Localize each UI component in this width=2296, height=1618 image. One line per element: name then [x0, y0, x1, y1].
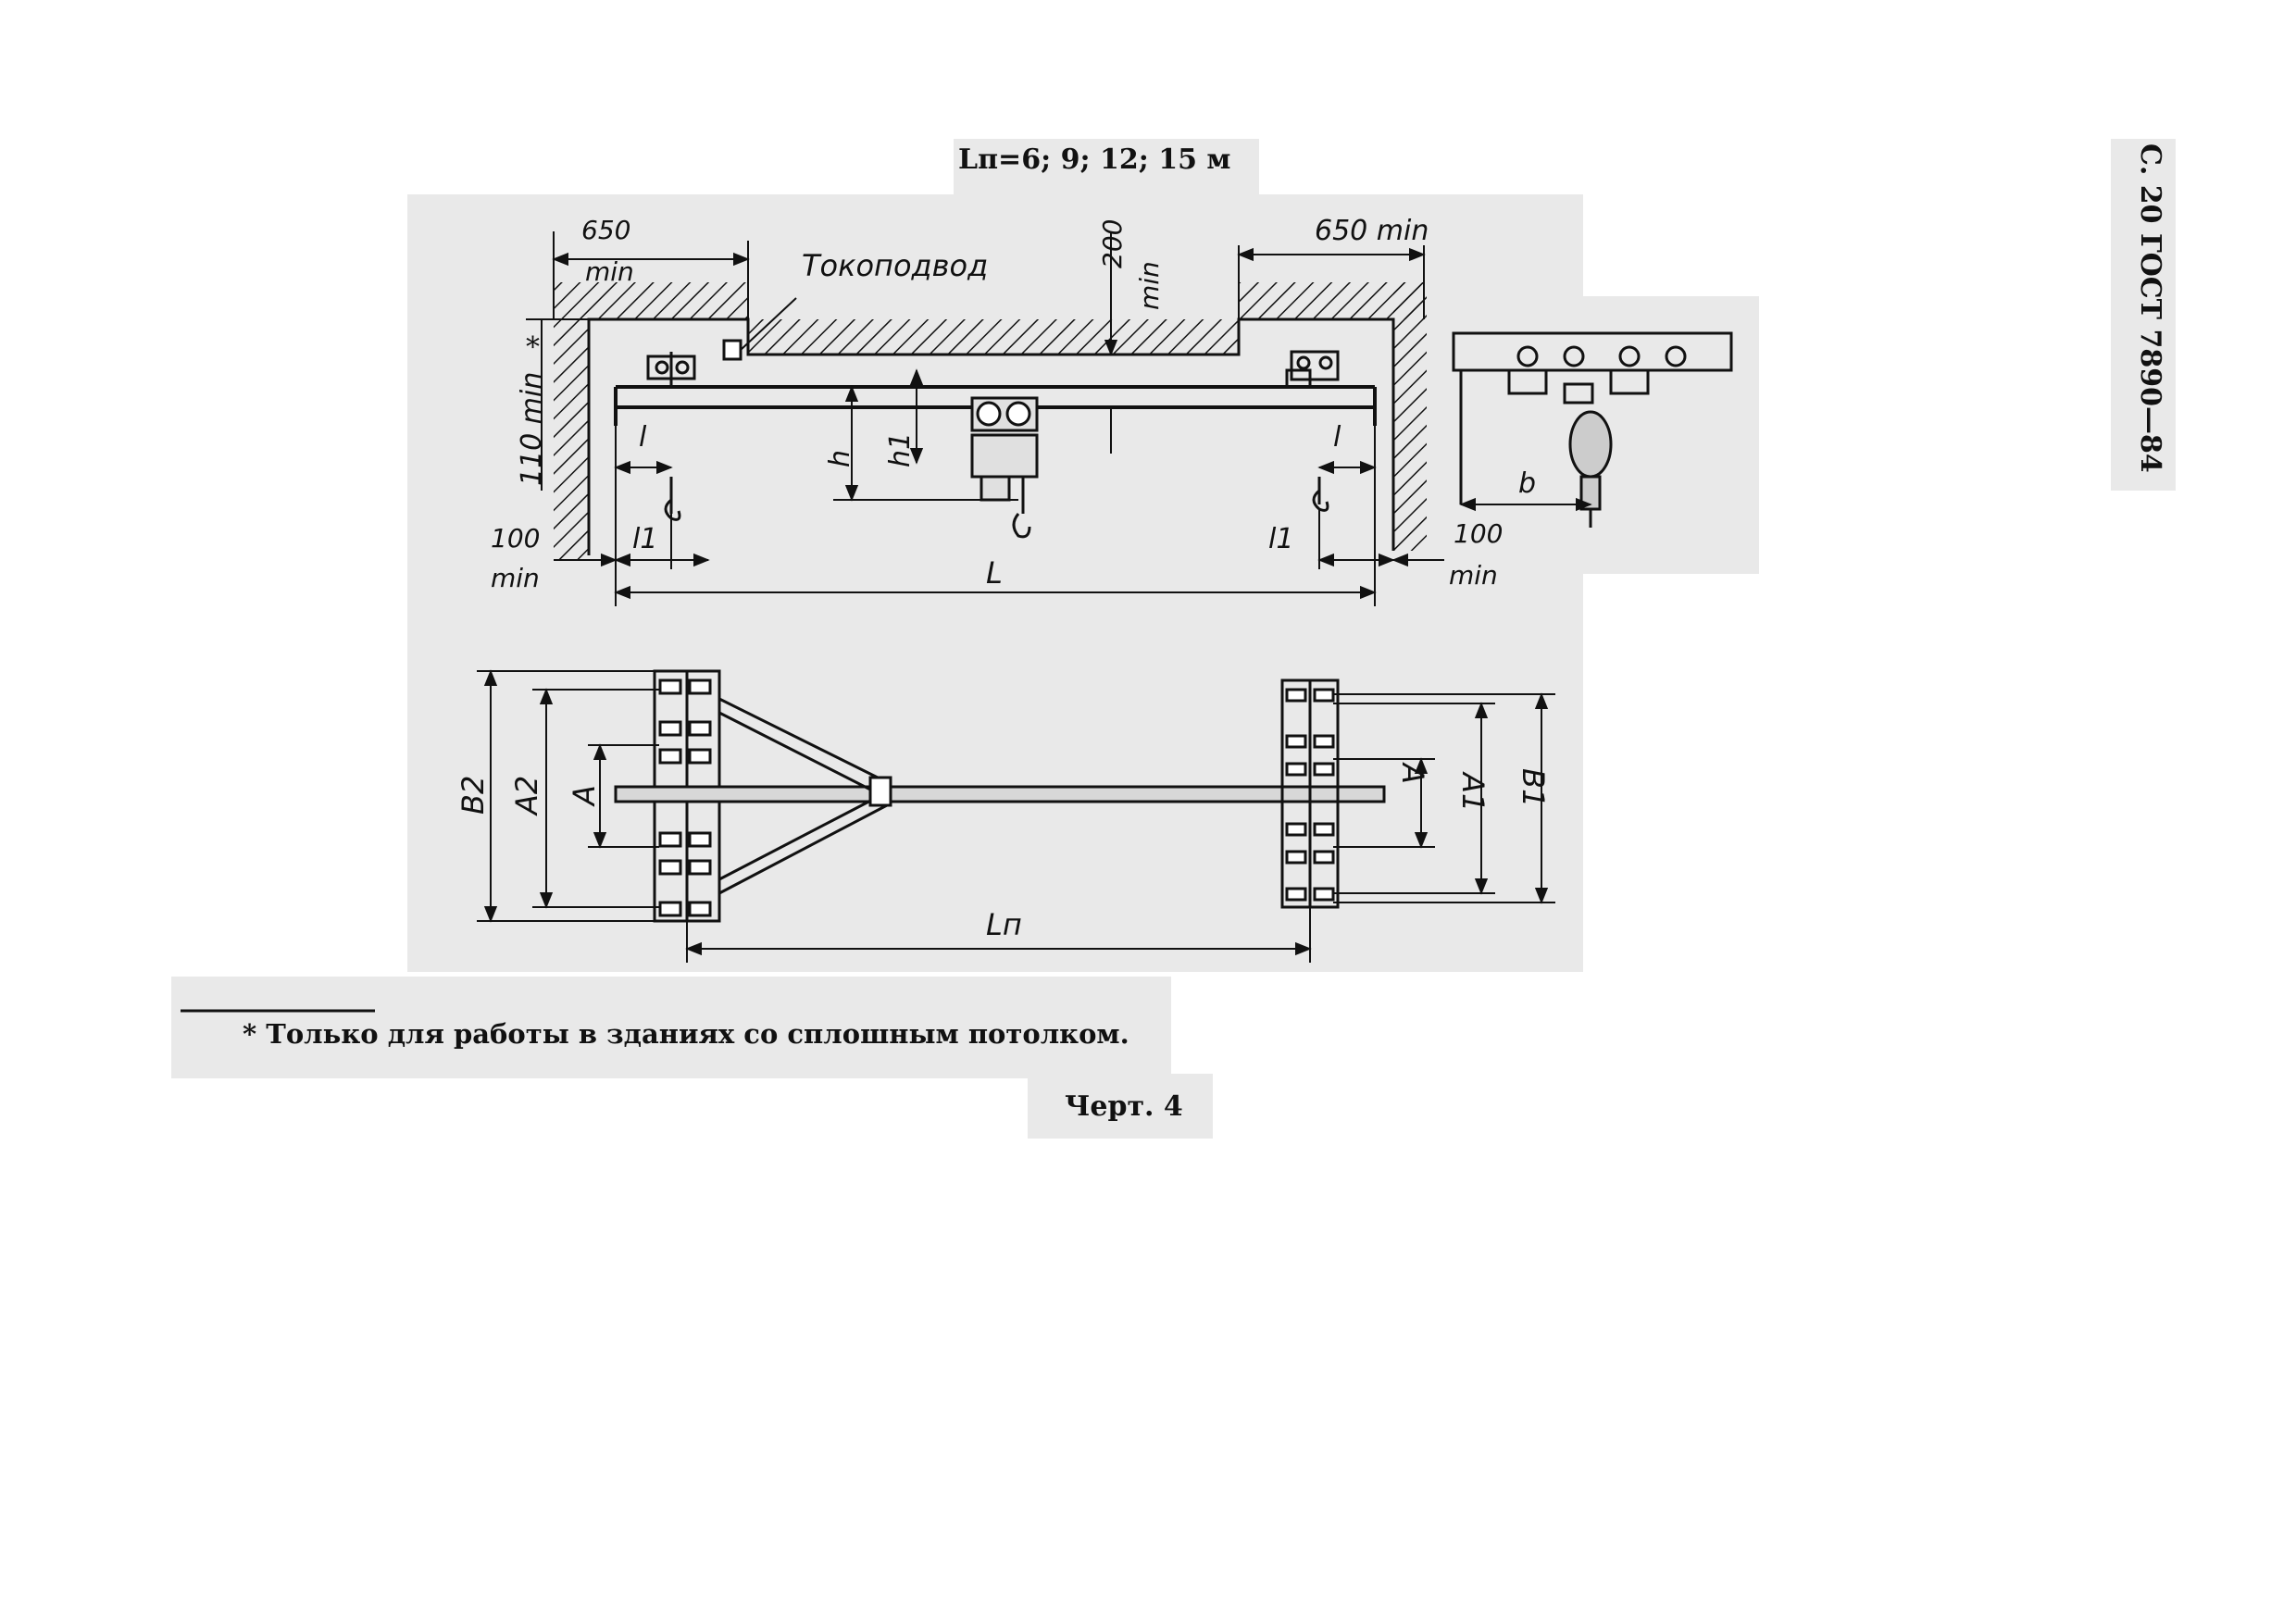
- span-formula: Lп=6; 9; 12; 15 м: [958, 143, 1231, 176]
- scan-area-footnote: [171, 977, 1171, 1078]
- scan-area-caption: [1028, 1074, 1213, 1139]
- dim-B2: B2: [455, 775, 491, 815]
- dim-l-right: l: [1333, 421, 1341, 454]
- dim-110-min: 110 min: [516, 371, 548, 486]
- dim-100-right: 100: [1454, 518, 1504, 549]
- dim-650-right: 650 min: [1315, 215, 1429, 247]
- dim-h: h: [824, 449, 856, 467]
- building-walls: [554, 282, 1427, 560]
- dim-650-left-min: min: [585, 256, 634, 287]
- dim-100-left: 100: [491, 523, 541, 554]
- dim-A1: A1: [1455, 773, 1491, 813]
- dim-200-min: min: [1134, 261, 1165, 310]
- left-end-carriage: [646, 352, 696, 521]
- footnote-text: * Только для работы в зданиях со сплошны…: [243, 1018, 1129, 1050]
- dim-A2: A2: [509, 775, 544, 815]
- scan-area-header: [954, 139, 1259, 194]
- dim-b: b: [1518, 467, 1537, 500]
- plan-view: [614, 669, 1386, 923]
- dim-650-left: 650: [581, 215, 631, 245]
- dim-100-right-min: min: [1449, 560, 1498, 591]
- dim-Ln: Lп: [986, 907, 1022, 942]
- asterisk-mark: *: [526, 331, 540, 364]
- current-supply-box: [722, 339, 742, 361]
- page-side-label: С. 20 ГОСТ 7890—84: [2134, 143, 2166, 473]
- dimension-lines: [477, 231, 1592, 963]
- figure-caption: Черт. 4: [1065, 1090, 1183, 1123]
- current-supply-label: Токоподвод: [802, 248, 989, 283]
- scan-area-sidelabel: [2111, 139, 2176, 491]
- dim-B1: B1: [1516, 768, 1551, 808]
- dim-h1: h1: [884, 431, 917, 467]
- dim-200: 200: [1097, 218, 1128, 268]
- side-view-crane: [1452, 331, 1733, 528]
- dim-L: L: [986, 555, 1003, 591]
- hoist-trolley: [970, 396, 1039, 539]
- right-end-carriage: [1285, 350, 1340, 512]
- dim-l1-left: l1: [632, 523, 658, 555]
- dim-l1-right: l1: [1268, 523, 1294, 555]
- dim-A-left: A: [567, 785, 602, 805]
- dim-100-left-min: min: [491, 563, 540, 593]
- dim-l-left: l: [639, 421, 647, 454]
- dim-A-right: A: [1395, 764, 1430, 784]
